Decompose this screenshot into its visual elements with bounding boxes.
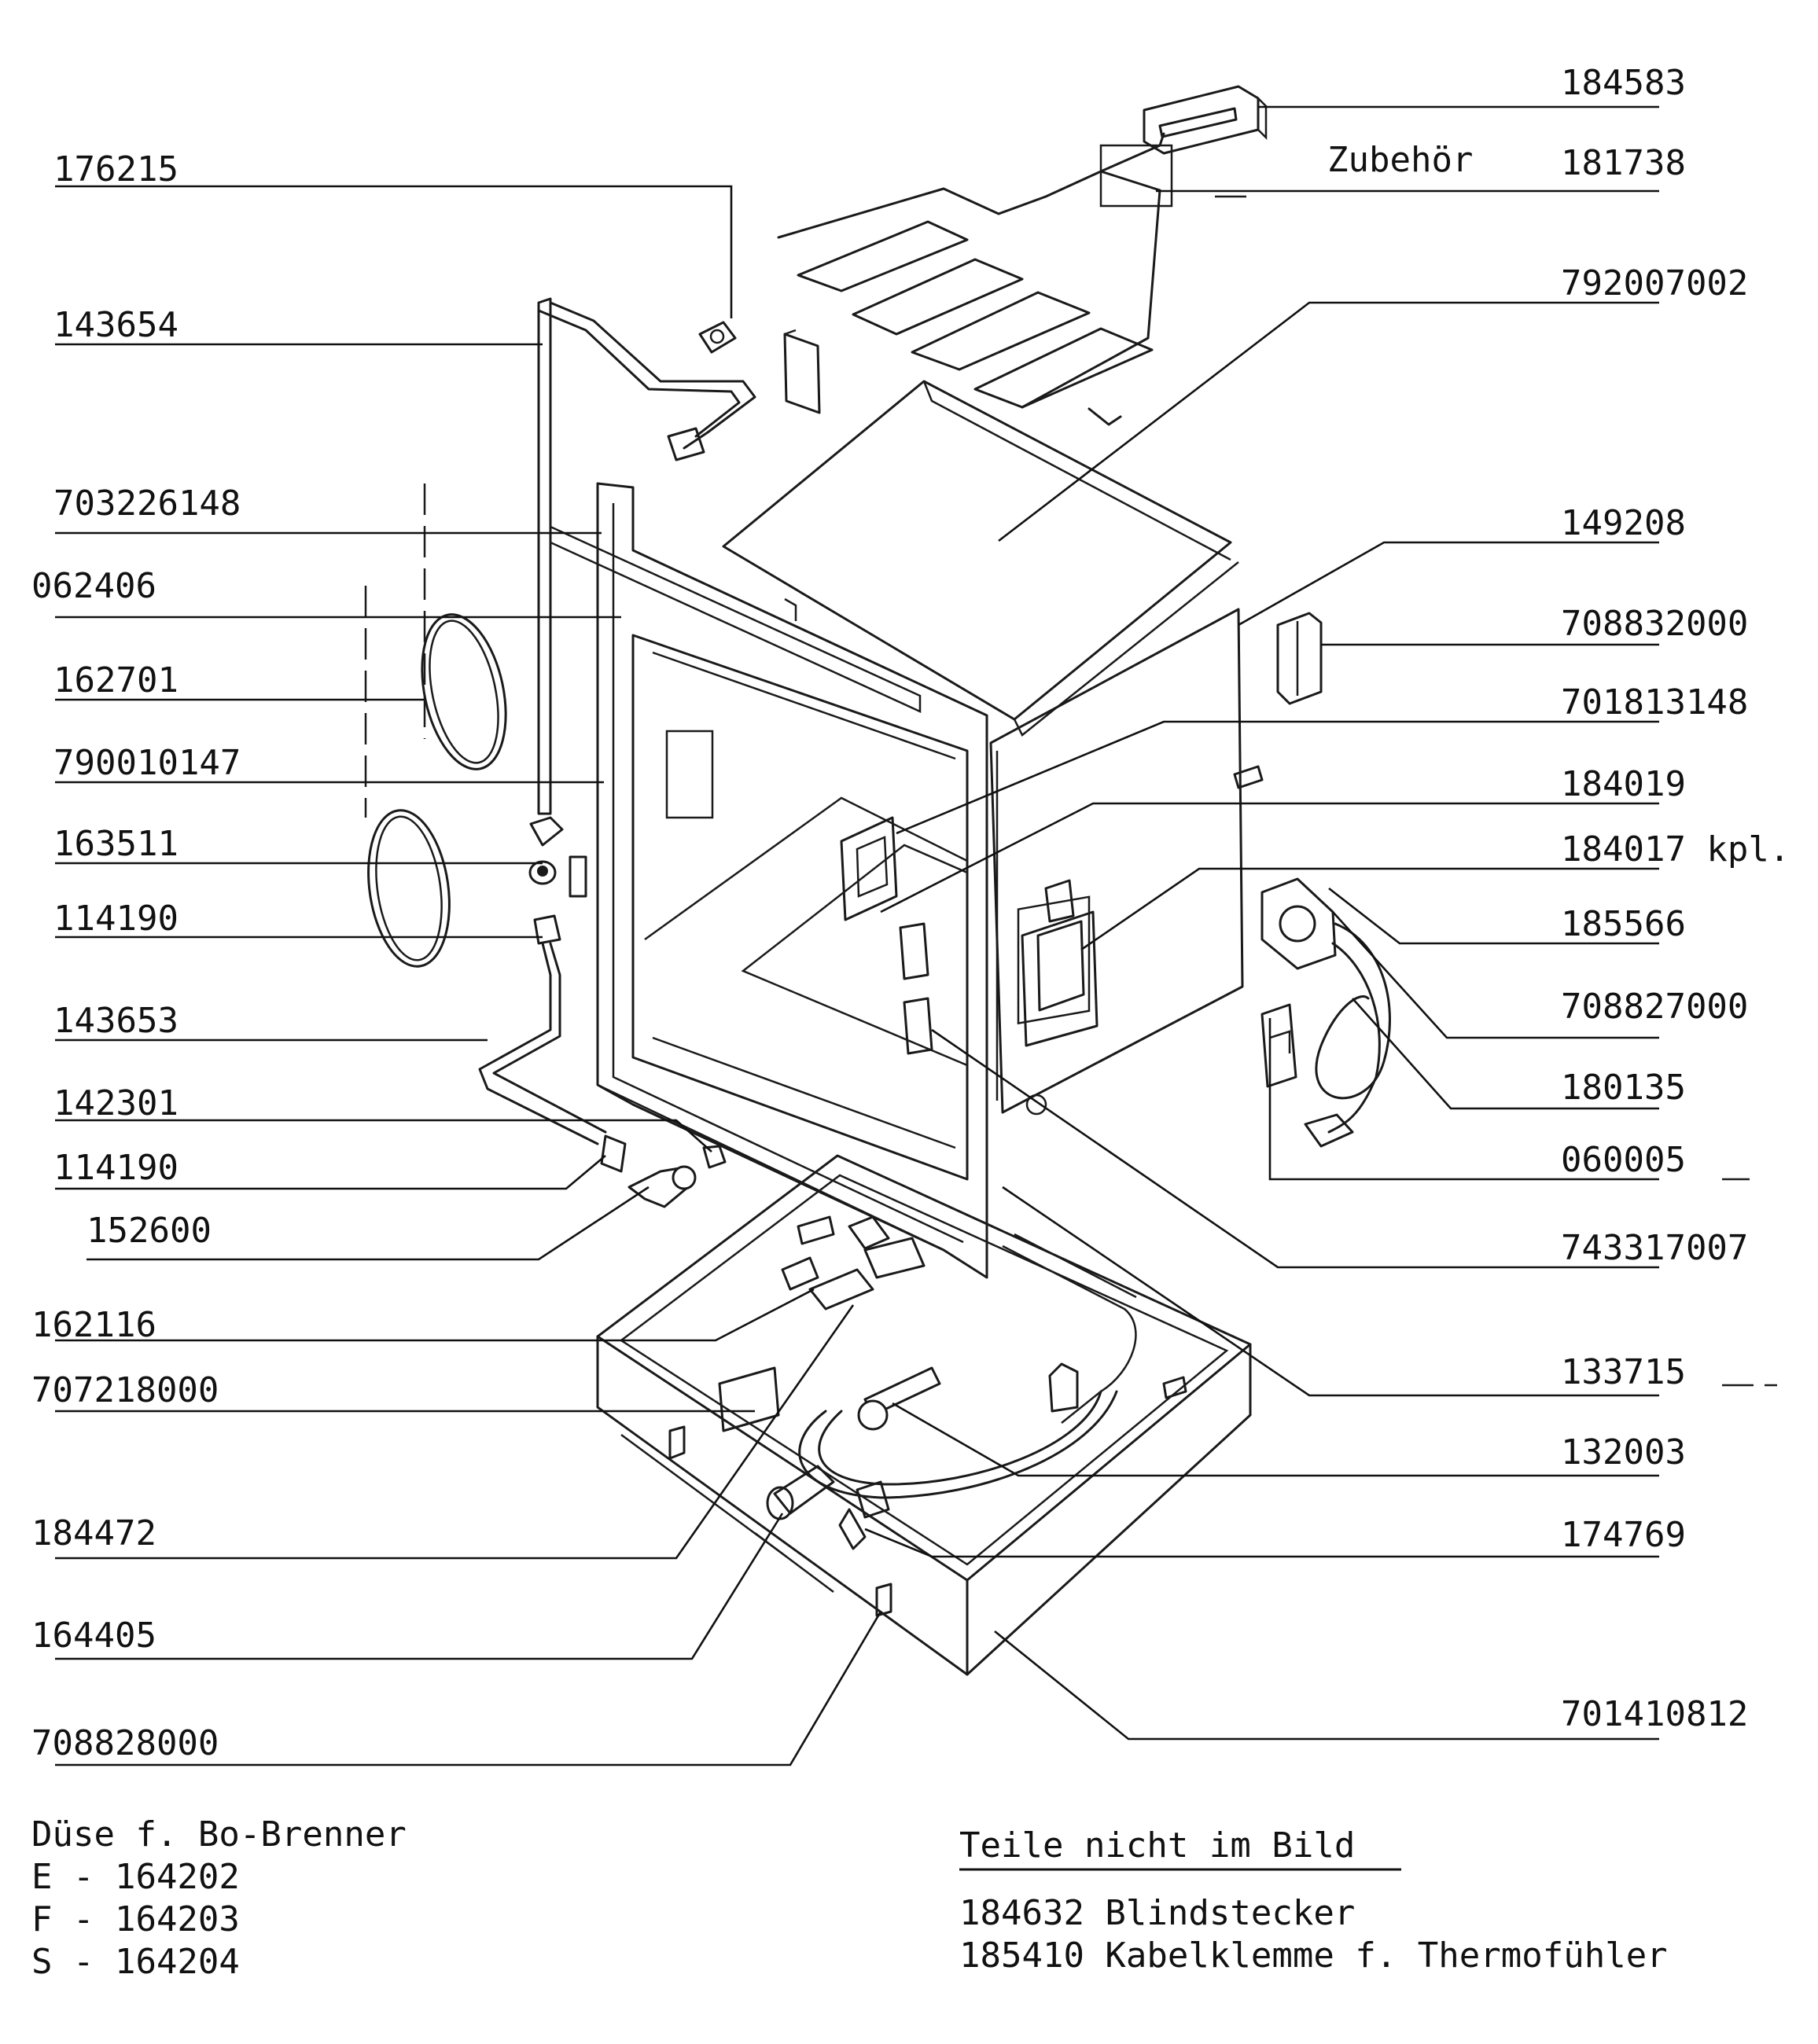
nozzle-note-line: S - 164204 [31, 1942, 240, 1982]
part-label: 142301 [53, 1083, 178, 1123]
part-label: 176215 [53, 149, 178, 189]
part-label: 790010147 [53, 743, 241, 783]
part-label: 114190 [53, 899, 178, 939]
part-label: 143653 [53, 1001, 178, 1041]
part-label: 184583 [1561, 63, 1686, 103]
part-label: 163511 [53, 824, 178, 864]
part-label: 164405 [31, 1616, 156, 1656]
part-label: 152600 [86, 1211, 212, 1251]
nozzle-note: Düse f. Bo-Brenner E - 164202 F - 164203… [31, 1814, 407, 1982]
part-label: 703226148 [53, 483, 241, 524]
part-label: 185566 [1561, 904, 1686, 944]
part-label: 174769 [1561, 1515, 1686, 1555]
thermostat-sensor [698, 321, 821, 414]
part-label: 743317007 [1561, 1228, 1748, 1268]
oven-thermostat-block [840, 816, 933, 1055]
part-label: 143654 [53, 305, 178, 345]
part-label: 701410812 [1561, 1694, 1748, 1734]
right-part-labels: 184583 Zubehör 181738 792007002 149208 7… [1327, 63, 1790, 1734]
part-label: 792007002 [1561, 263, 1748, 303]
burner-tray [596, 1154, 1252, 1676]
part-label: 060005 [1561, 1140, 1686, 1180]
part-label: 708827000 [1561, 987, 1748, 1027]
ignition-unit [1021, 879, 1099, 1047]
not-shown-heading: Teile nicht im Bild [959, 1825, 1355, 1866]
part-label: 707218000 [31, 1370, 219, 1410]
gas-pipe-upper [537, 297, 756, 815]
grill-heating-element [777, 132, 1173, 426]
nozzle-note-line: F - 164203 [31, 1899, 240, 1939]
not-shown-line: 185410 Kabelklemme f. Thermofühler [959, 1936, 1668, 1976]
nozzle-note-line: E - 164202 [31, 1857, 240, 1897]
part-label: 133715 [1561, 1352, 1686, 1392]
not-shown-line: 184632 Blindstecker [959, 1893, 1355, 1933]
burner-tube [766, 1215, 1118, 1550]
not-shown-parts: Teile nicht im Bild 184632 Blindstecker … [959, 1825, 1668, 1976]
side-bracket [1233, 612, 1323, 789]
part-label: 184019 [1561, 764, 1686, 804]
door-gaskets [364, 483, 507, 968]
part-label: 114190 [53, 1148, 178, 1188]
part-label: 184017 kpl. [1561, 829, 1790, 869]
part-label: 149208 [1561, 503, 1686, 543]
left-part-labels: 176215 143654 703226148 062406 162701 79… [31, 149, 241, 1763]
part-label: 062406 [31, 566, 156, 606]
part-label: 184472 [31, 1513, 156, 1553]
part-label: 162116 [31, 1305, 156, 1345]
part-label: 162701 [53, 660, 178, 700]
part-label: 701813148 [1561, 682, 1748, 722]
part-label: 708828000 [31, 1723, 219, 1763]
leader-lines [55, 105, 1659, 1766]
part-label: 181738 [1561, 143, 1686, 183]
oven-muffle [549, 380, 1244, 1279]
part-label: 708832000 [1561, 604, 1748, 644]
oven-parts-drawing [364, 85, 1777, 1676]
part-label: 132003 [1561, 1432, 1686, 1472]
valve-fittings [478, 816, 727, 1208]
socket-connector [1143, 85, 1268, 155]
accessory-label: Zubehör [1327, 140, 1473, 180]
nozzle-note-title: Düse f. Bo-Brenner [31, 1814, 407, 1855]
part-label: 180135 [1561, 1068, 1686, 1108]
lamp-and-cable [1260, 877, 1391, 1148]
